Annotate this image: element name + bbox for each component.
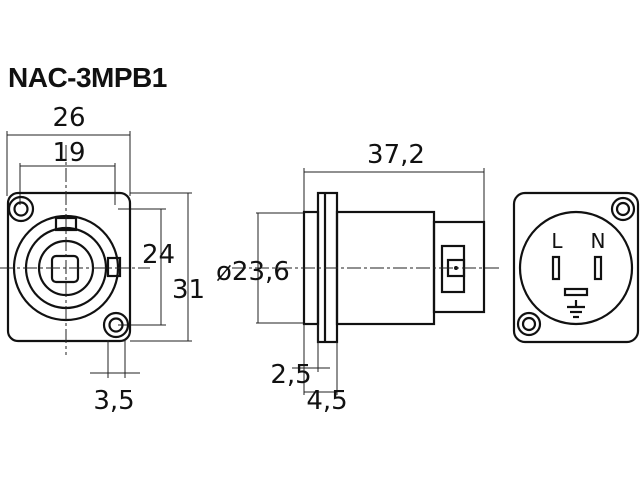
front-view: 26 19 24 31 3,5 <box>0 103 205 416</box>
rear-plate <box>512 191 640 344</box>
dim-mount-depth: 4,5 <box>306 386 347 416</box>
dim-flange-thickness: 2,5 <box>270 360 311 390</box>
mounting-hole-top-inner <box>13 201 29 217</box>
rear-mounting-hole-top-inner <box>615 201 631 217</box>
dim-side-length: 37,2 <box>367 140 425 170</box>
dim-front-height: 31 <box>172 275 205 305</box>
terminal-label-n: N <box>591 229 606 253</box>
side-view: 37,2 ø23,6 2,5 4,5 <box>216 140 500 416</box>
dim-hole-diameter: 3,5 <box>93 386 134 416</box>
ground-terminal-slot <box>563 287 589 297</box>
rear-body-circle <box>518 210 634 326</box>
rear-view: L N <box>512 191 640 344</box>
dim-front-width: 26 <box>52 103 85 133</box>
product-title: NAC-3MPB1 <box>8 62 167 93</box>
side-terminal <box>440 244 466 294</box>
dim-side-diameter: ø23,6 <box>216 257 290 287</box>
rear-mounting-hole-bottom <box>516 311 542 337</box>
terminal-slot-l <box>551 255 561 281</box>
side-rear-block <box>432 220 486 314</box>
flange-plate <box>6 191 132 343</box>
dim-hole-spacing-v: 24 <box>142 240 175 270</box>
socket-key-side <box>106 256 122 278</box>
terminal-label-l: L <box>551 229 563 253</box>
mounting-hole-bottom <box>102 311 130 339</box>
mounting-hole-bottom-inner <box>108 317 124 333</box>
dim-hole-spacing-h: 19 <box>52 138 85 168</box>
mounting-hole-top <box>7 195 35 223</box>
ground-symbol-icon <box>563 287 589 319</box>
terminal-slot-n <box>593 255 603 281</box>
socket-center-insert <box>50 254 80 284</box>
rear-mounting-hole-bottom-inner <box>521 316 537 332</box>
rear-mounting-hole-top <box>610 196 636 222</box>
